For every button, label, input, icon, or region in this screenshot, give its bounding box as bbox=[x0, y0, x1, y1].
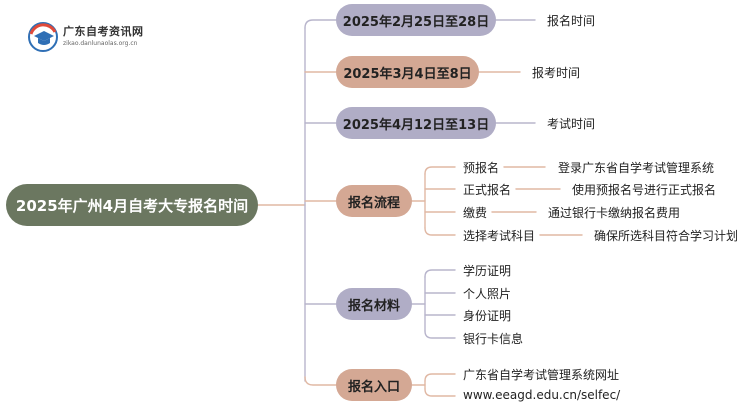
process-step-desc: 登录广东省自学考试管理系统 bbox=[558, 161, 715, 175]
process-step-desc: 通过银行卡缴纳报名费用 bbox=[548, 206, 681, 220]
process-step-name: 选择考试科目 bbox=[463, 229, 536, 243]
entrance-url-link[interactable]: www.eeagd.edu.cn/selfec/ bbox=[463, 388, 621, 402]
material-item: 身份证明 bbox=[463, 309, 512, 323]
branch-process: 报名流程 bbox=[336, 185, 412, 217]
process-step-name: 缴费 bbox=[463, 206, 488, 220]
process-step-desc: 确保所选科目符合学习计划 bbox=[594, 229, 739, 243]
process-step-desc: 使用预报名号进行正式报名 bbox=[572, 183, 717, 197]
material-item: 银行卡信息 bbox=[463, 332, 524, 346]
root-node: 2025年广州4月自考大专报名时间 bbox=[6, 184, 258, 226]
graduation-cap-logo-icon bbox=[28, 22, 58, 52]
branch-exam-date-detail: 考试时间 bbox=[547, 117, 596, 131]
branch-application-date: 2025年3月4日至8日 bbox=[336, 56, 479, 88]
process-step-name: 预报名 bbox=[463, 161, 500, 175]
branch-exam-date: 2025年4月12日至13日 bbox=[336, 107, 496, 139]
material-item: 学历证明 bbox=[463, 264, 512, 278]
logo-subtitle: zikao.danlunaolas.org.cn bbox=[63, 40, 138, 47]
branch-materials: 报名材料 bbox=[336, 288, 412, 320]
entrance-item: 广东省自学考试管理系统网址 bbox=[463, 368, 620, 382]
branch-registration-date-detail: 报名时间 bbox=[547, 14, 596, 28]
branch-registration-date: 2025年2月25日至28日 bbox=[336, 4, 496, 36]
process-step-name: 正式报名 bbox=[463, 183, 512, 197]
branch-entrance: 报名入口 bbox=[336, 369, 412, 401]
material-item: 个人照片 bbox=[463, 287, 512, 301]
logo-title: 广东自考资讯网 bbox=[63, 25, 144, 38]
branch-application-date-detail: 报考时间 bbox=[532, 66, 581, 80]
